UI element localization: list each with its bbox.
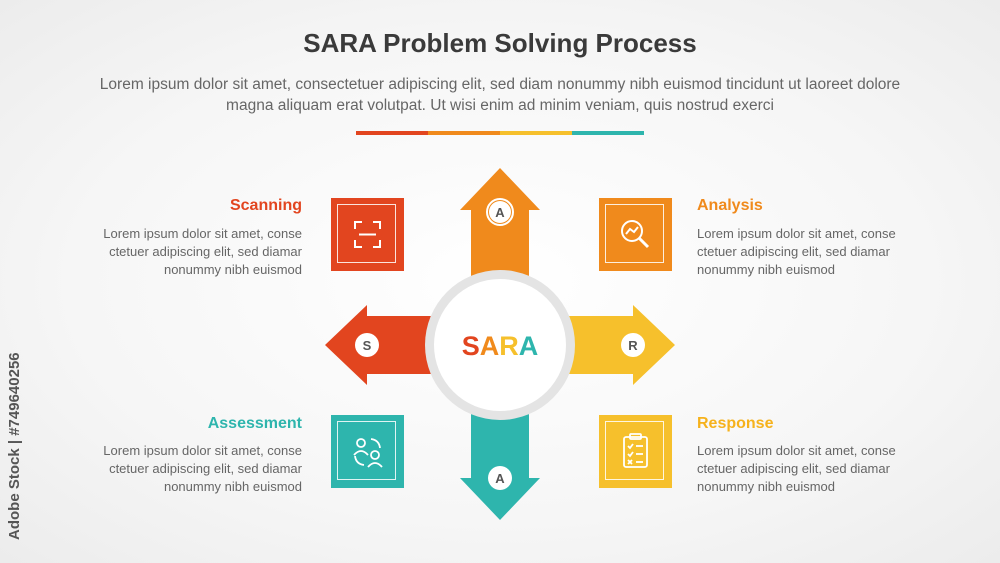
arrow-up-letter: A [495, 205, 505, 220]
arrow-left-letter: S [363, 338, 372, 353]
assessment-icon-box [331, 415, 404, 488]
arrow-down: A [460, 390, 540, 520]
clipboard-checklist-icon [623, 433, 648, 468]
scanning-description: Lorem ipsum dolor sit amet, conse ctetue… [103, 226, 302, 277]
scanning-icon-box [331, 198, 404, 271]
page-title: SARA Problem Solving Process [303, 28, 697, 58]
analysis-icon-box [599, 198, 672, 271]
page-subtitle: Lorem ipsum dolor sit amet, consectetuer… [99, 76, 901, 114]
arrow-down-letter: A [495, 471, 505, 486]
response-icon-box [599, 415, 672, 488]
center-circle: SARA [425, 270, 575, 420]
response-description: Lorem ipsum dolor sit amet, conse ctetue… [697, 443, 896, 494]
arrow-left: S [325, 305, 460, 385]
response-title: Response [697, 415, 774, 432]
analysis-title: Analysis [697, 197, 763, 214]
arrow-right: R [540, 305, 675, 385]
center-label: SARA [462, 331, 539, 361]
scan-icon [354, 221, 381, 248]
arrow-right-letter: R [628, 338, 638, 353]
underline-segment-orange [428, 131, 500, 135]
assessment-description: Lorem ipsum dolor sit amet, conse ctetue… [103, 443, 302, 494]
underline-segment-red [356, 131, 428, 135]
assessment-title: Assessment [207, 415, 302, 432]
analysis-description: Lorem ipsum dolor sit amet, conse ctetue… [697, 226, 896, 277]
magnifier-analysis-icon [621, 220, 650, 249]
underline-segment-yellow [500, 131, 572, 135]
people-cycle-icon [353, 438, 383, 468]
arrow-up: A [460, 168, 540, 300]
scanning-title: Scanning [229, 197, 302, 214]
underline-segment-teal [572, 131, 644, 135]
